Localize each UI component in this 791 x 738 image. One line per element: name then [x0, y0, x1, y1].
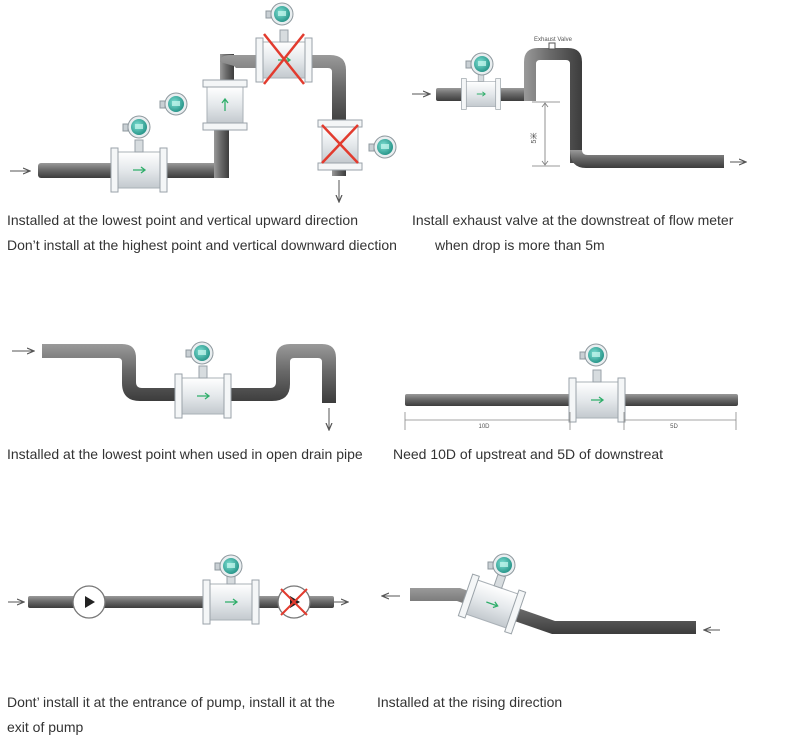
- panel-1-diagram: [10, 2, 397, 202]
- transmitter-head-icon: [185, 341, 214, 365]
- transmitter-head-icon: [122, 115, 151, 139]
- flowmeter: [174, 365, 232, 419]
- caption-panel-6: Installed at the rising direction: [377, 694, 563, 710]
- caption-panel-1-line-2: Don’t install at the highest point and v…: [7, 237, 397, 253]
- panel-2-diagram: [412, 42, 746, 168]
- flowmeter: [457, 565, 529, 635]
- flowmeter: [568, 369, 626, 423]
- pipe-outlet: [570, 150, 724, 168]
- caption-panel-5-line-1: Dont’ install it at the entrance of pump…: [7, 694, 335, 710]
- flowmeter-vertical-up: [202, 79, 248, 131]
- drop-height-label: 5米: [529, 133, 538, 144]
- caption-panel-3: Installed at the lowest point when used …: [7, 446, 363, 462]
- downstream-length-label: 5D: [670, 424, 678, 430]
- panel-6-diagram: [382, 553, 720, 635]
- upstream-length-label: 10D: [478, 424, 490, 430]
- pipe-right-rise: [200, 344, 336, 403]
- panel-3-diagram: [12, 341, 336, 430]
- panel-5-diagram: [8, 554, 348, 625]
- transmitter-head-icon: [579, 343, 608, 367]
- caption-panel-5-line-2: exit of pump: [7, 719, 84, 735]
- pump-icon: [72, 585, 106, 619]
- transmitter-head-icon: [214, 554, 243, 578]
- transmitter-head-icon: [487, 553, 516, 577]
- flowmeter-highest-point-wrong: [255, 29, 313, 85]
- pipe-riser: [524, 48, 582, 163]
- exhaust-valve-label: Exhaust Valve: [534, 37, 573, 43]
- caption-panel-2-line-2: when drop is more than 5m: [435, 237, 605, 253]
- flowmeter-horizontal: [110, 139, 168, 193]
- panel-4-diagram: [404, 343, 738, 430]
- transmitter-head-icon: [159, 92, 188, 116]
- pump-entrance-wrong: [277, 585, 311, 619]
- exhaust-valve-icon: [548, 42, 556, 50]
- transmitter-head-icon: [465, 52, 494, 76]
- caption-panel-1-line-1: Installed at the lowest point and vertic…: [7, 212, 358, 228]
- pipe-rising: [410, 588, 696, 634]
- flowmeter-downward-wrong: [317, 119, 363, 171]
- flowmeter: [202, 571, 260, 625]
- flowmeter: [460, 72, 502, 110]
- caption-panel-2-line-1: Install exhaust valve at the downstreat …: [412, 212, 734, 228]
- transmitter-head-icon: [265, 2, 294, 26]
- transmitter-head-icon: [368, 135, 397, 159]
- caption-panel-4: Need 10D of upstreat and 5D of downstrea…: [393, 446, 664, 462]
- pipe-top-loop: [220, 55, 346, 126]
